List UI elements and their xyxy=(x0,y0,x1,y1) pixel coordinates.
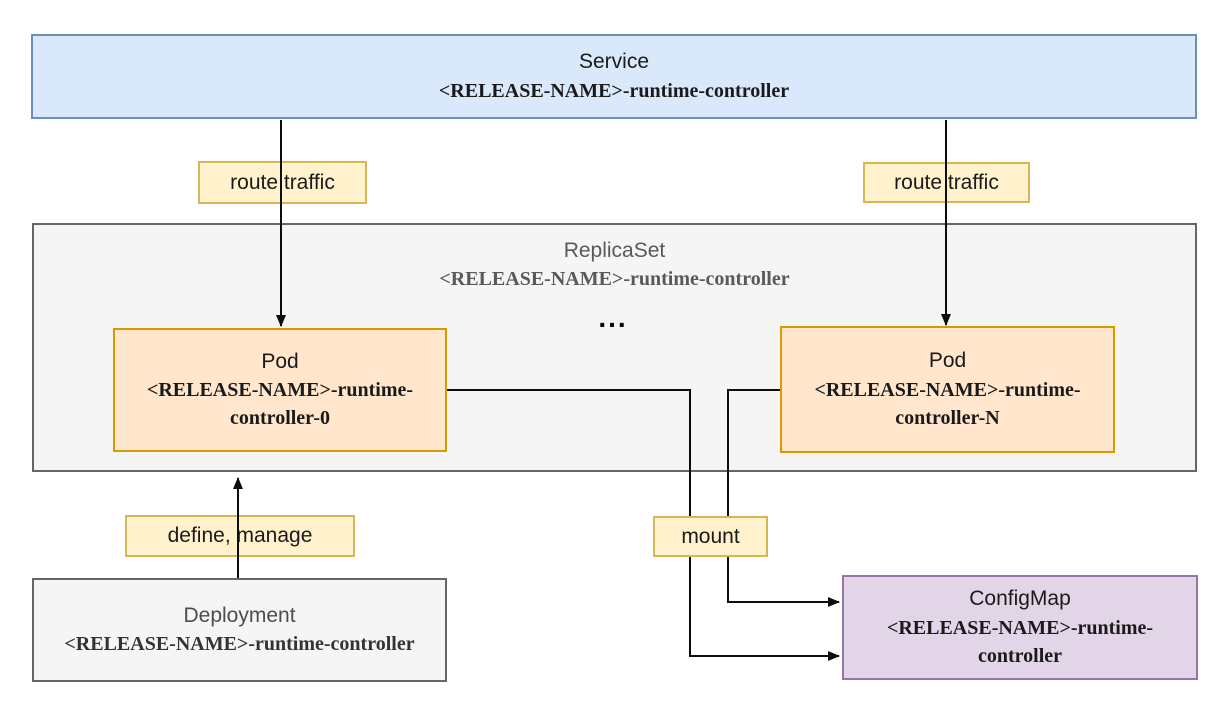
replicaset-header: ReplicaSet <RELEASE-NAME>-runtime-contro… xyxy=(439,225,789,293)
mount-label: mount xyxy=(653,516,768,557)
pod-0-name-line1: <RELEASE-NAME>-runtime- xyxy=(146,379,414,402)
replicaset-name: <RELEASE-NAME>-runtime-controller xyxy=(439,268,790,291)
pod-0-node: Pod <RELEASE-NAME>-runtime- controller-0 xyxy=(113,328,447,452)
configmap-name-line2: controller xyxy=(977,644,1063,667)
replicaset-title: ReplicaSet xyxy=(563,239,666,262)
configmap-title: ConfigMap xyxy=(969,587,1071,611)
more-pods-ellipsis: ... xyxy=(598,302,628,333)
route-traffic-label-left: route traffic xyxy=(198,161,367,204)
deployment-node: Deployment <RELEASE-NAME>-runtime-contro… xyxy=(32,578,447,682)
deployment-name: <RELEASE-NAME>-runtime-controller xyxy=(64,633,415,656)
pod-n-title: Pod xyxy=(928,349,967,373)
pod-n-name-line2: controller-N xyxy=(895,406,1000,429)
deployment-title: Deployment xyxy=(183,603,296,627)
service-node: Service <RELEASE-NAME>-runtime-controlle… xyxy=(31,34,1197,119)
pod-0-title: Pod xyxy=(261,349,299,373)
route-traffic-label-right: route traffic xyxy=(863,162,1030,203)
define-manage-label: define, manage xyxy=(125,515,355,557)
pod-n-name-line1: <RELEASE-NAME>-runtime- xyxy=(814,378,1081,401)
service-title: Service xyxy=(578,50,650,74)
service-name: <RELEASE-NAME>-runtime-controller xyxy=(438,79,790,102)
configmap-node: ConfigMap <RELEASE-NAME>-runtime- contro… xyxy=(842,575,1198,680)
configmap-name-line1: <RELEASE-NAME>-runtime- xyxy=(886,616,1154,639)
pod-n-node: Pod <RELEASE-NAME>-runtime- controller-N xyxy=(780,326,1115,453)
pod-0-name-line2: controller-0 xyxy=(230,407,330,430)
